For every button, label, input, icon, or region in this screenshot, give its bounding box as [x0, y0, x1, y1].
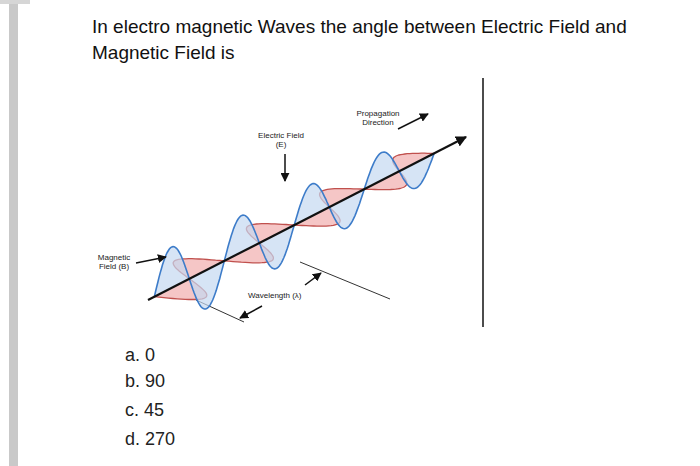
wavelength-pointer — [240, 306, 262, 318]
propagation-pointer — [398, 114, 428, 129]
wavelength-label: Wavelength (λ) — [246, 291, 304, 300]
propagation-axis — [148, 137, 466, 300]
magnetic-pointer — [136, 257, 166, 263]
direction-label: Propagation Direction — [352, 109, 404, 127]
field-label: Magnetic Field (B) — [93, 253, 135, 271]
answer-option: c. 45 — [125, 399, 164, 421]
answer-option: d. 270 — [125, 428, 175, 450]
reference-line — [300, 262, 390, 299]
answer-option: b. 90 — [125, 370, 165, 392]
field-label: Electric Field (E) — [258, 131, 304, 149]
page-corner — [0, 0, 30, 4]
page-edge-bar — [9, 0, 18, 466]
frame-line — [482, 78, 484, 327]
answer-option: a. 0 — [125, 344, 155, 366]
wavelength-pointer — [305, 273, 321, 285]
electric-pointer — [284, 154, 286, 181]
question-title: In electro magnetic Waves the angle betw… — [92, 14, 652, 66]
